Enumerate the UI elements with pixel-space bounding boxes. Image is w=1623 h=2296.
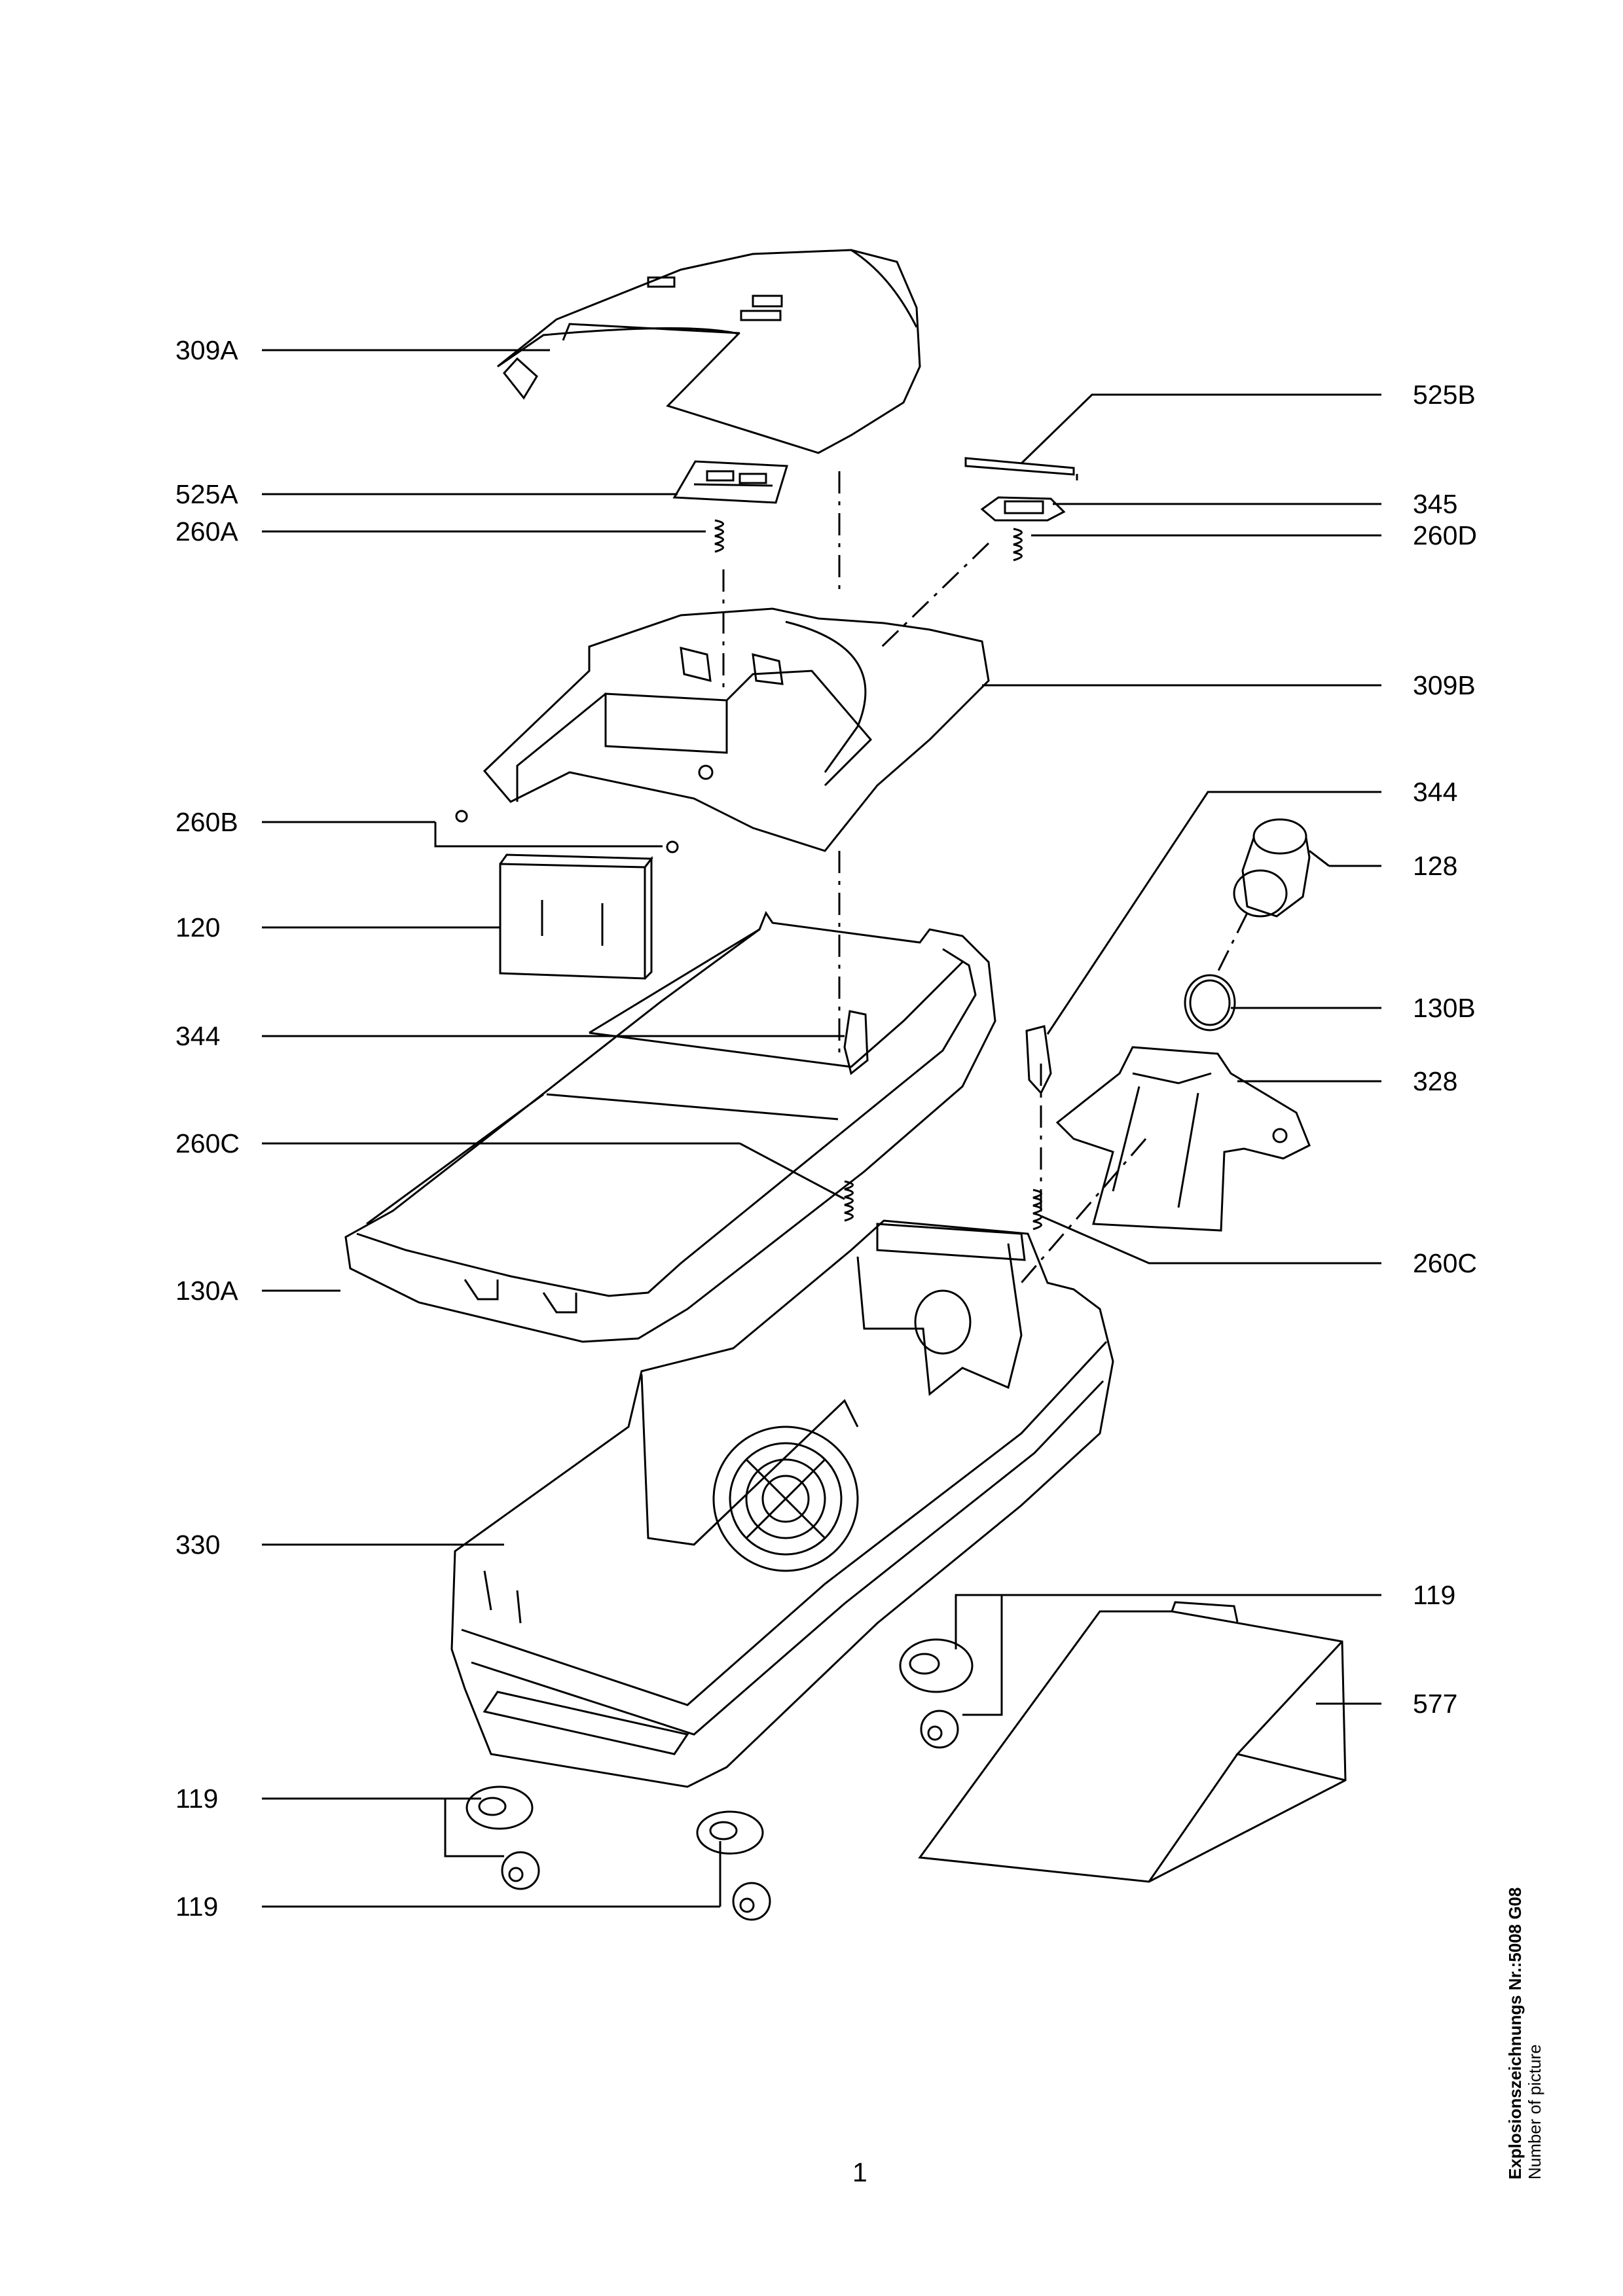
label-260C-left: 260C [175,1128,240,1158]
part-309B-upper-frame [483,607,990,852]
part-130B-ring [1184,974,1236,1031]
part-328-inlet-cover [1055,1046,1311,1232]
assembly-axes [722,471,1249,1283]
part-344-latch-left [843,1010,869,1075]
leader-lines-right [955,393,1381,1716]
part-344-latch-right [1025,1025,1052,1095]
leader-lines-left [262,349,845,1908]
part-260A-spring [714,519,724,553]
part-260B-clips [455,810,679,853]
label-128: 128 [1413,851,1458,881]
part-330-motor-housing [450,1219,1114,1788]
label-344-left: 344 [175,1021,221,1051]
label-119-right: 119 [1413,1580,1456,1610]
part-128-hose-socket [1233,818,1330,918]
label-577: 577 [1413,1689,1458,1719]
label-328: 328 [1413,1066,1458,1096]
part-345-bracket [980,496,1066,522]
label-330: 330 [175,1530,221,1560]
label-344-right: 344 [1413,777,1458,807]
part-119-caster-lower [696,1810,771,1921]
part-525A-plate [672,460,788,504]
label-130A: 130A [175,1276,238,1306]
part-260D-spring [1013,528,1023,562]
part-130A-seal-frame [344,910,996,1343]
label-345: 345 [1413,489,1458,519]
label-525B: 525B [1413,380,1476,410]
part-119-caster-middle [465,1785,540,1890]
part-577-dust-bag [918,1601,1347,1883]
label-130B: 130B [1413,993,1476,1023]
part-260C-spring-left [844,1180,854,1222]
label-309A: 309A [175,335,238,365]
label-260A: 260A [175,516,238,547]
label-120: 120 [175,912,221,942]
label-525A: 525A [175,479,238,509]
part-525B-latch [964,457,1078,480]
part-119-caster-upper [899,1638,974,1749]
part-120-filter [499,853,653,980]
part-309A-top-cover [497,249,921,454]
side-note-caption: Number of picture [1524,2044,1544,2179]
label-119-left-upper: 119 [175,1784,219,1814]
label-260D: 260D [1413,520,1478,550]
label-119-left-lower: 119 [175,1892,219,1922]
part-260C-spring-right [1032,1189,1042,1230]
side-note-drawing-number: Explosionszeichnungs Nr.:5008 G08 [1505,1887,1525,2179]
label-309B: 309B [1413,670,1476,700]
label-260B: 260B [175,807,238,837]
side-note: Explosionszeichnungs Nr.:5008 G08 Number… [1505,1887,1545,2179]
label-260C-right: 260C [1413,1248,1478,1278]
page-number: 1 [852,2157,867,2187]
